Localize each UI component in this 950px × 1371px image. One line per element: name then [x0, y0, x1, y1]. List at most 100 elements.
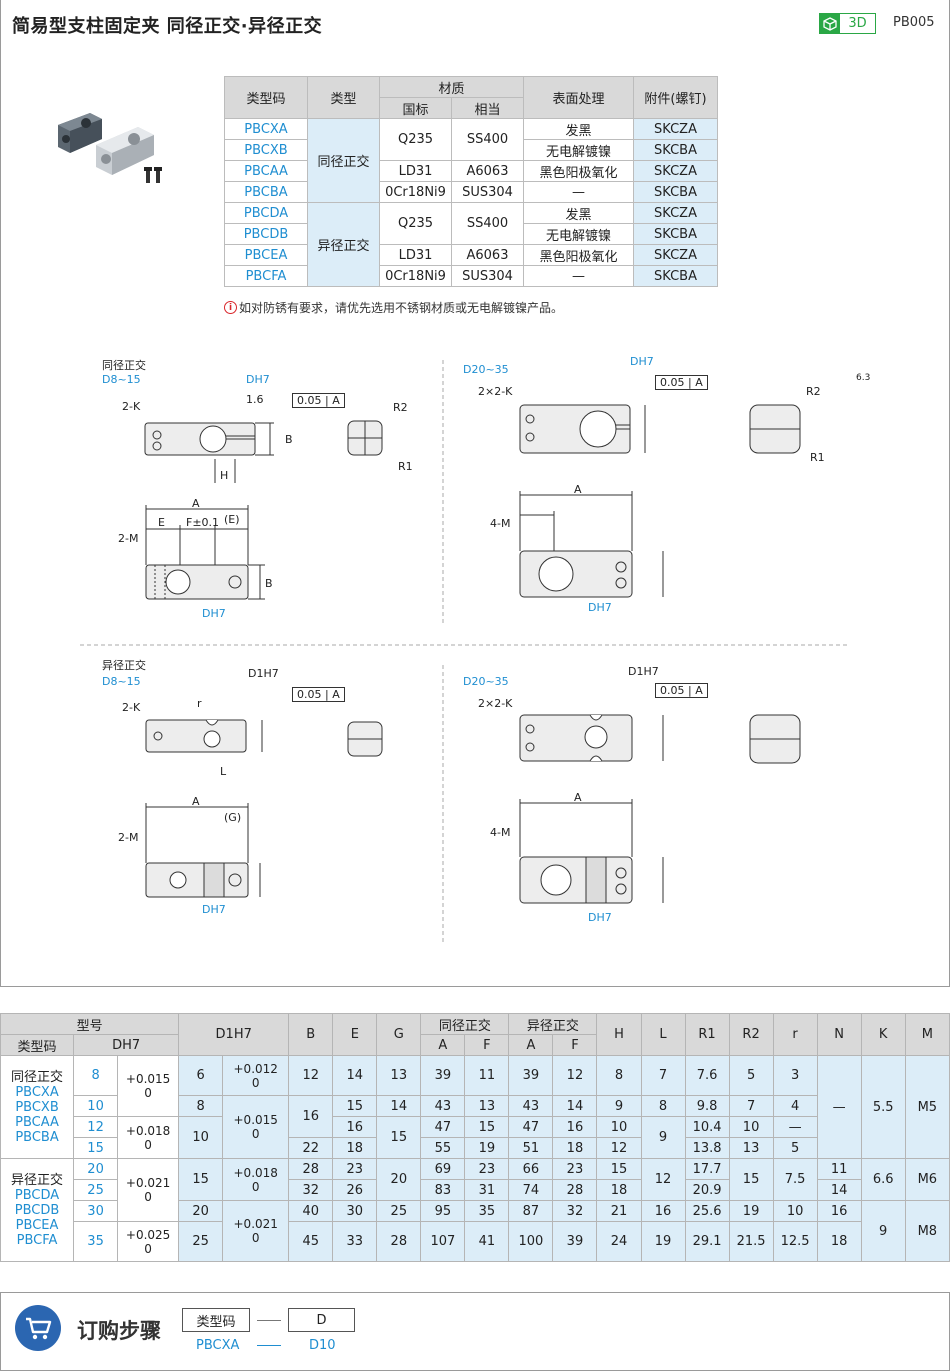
acc-cell: SKCBA [633, 265, 718, 287]
b-cell: 16 [288, 1095, 334, 1138]
type-code[interactable]: PBCDB [224, 223, 308, 245]
range-large-2: D20~35 [463, 675, 509, 688]
tol-lower: 0 [144, 1190, 152, 1204]
e-cell: 15 [332, 1095, 378, 1117]
da-cell: 74 [508, 1179, 554, 1201]
type-code[interactable]: PBCXA [224, 118, 308, 140]
tol-upper: +0.018 [125, 1123, 171, 1138]
group1-code[interactable]: PBCAA [15, 1114, 59, 1130]
3d-model-button[interactable]: 3D [819, 13, 876, 34]
d-cell[interactable]: 15 [73, 1137, 119, 1159]
da-cell: 66 [508, 1158, 554, 1180]
r2-cell: 10 [728, 1116, 774, 1138]
r2-cell: 7 [728, 1095, 774, 1117]
sf-cell: 19 [464, 1137, 510, 1159]
label-r1: R1 [398, 460, 413, 473]
sf-cell: 31 [464, 1179, 510, 1201]
tol-upper: +0.015 [125, 1072, 171, 1086]
datum: A [332, 394, 340, 407]
step-d-box: D [288, 1308, 355, 1332]
label-r: r [197, 697, 202, 710]
k-cell: 5.5 [860, 1055, 906, 1159]
tol-upper: +0.021 [125, 1176, 171, 1190]
r-cell: 3 [772, 1055, 818, 1096]
n-cell: 16 [816, 1200, 862, 1222]
roughness-top: 6.3 [856, 373, 871, 383]
type-code[interactable]: PBCEA [224, 244, 308, 266]
page-code: PB005 [893, 15, 935, 30]
h-model: 型号 [0, 1013, 180, 1035]
r-cell: 5 [772, 1137, 818, 1159]
label-r1-2: R1 [810, 451, 825, 464]
tol-lower: 0 [251, 1179, 260, 1194]
d-cell[interactable]: 25 [73, 1179, 119, 1201]
cube-icon [820, 14, 840, 33]
std-cell: 0Cr18Ni9 [379, 181, 452, 203]
group1-name: 同径正交 [11, 1069, 64, 1085]
e-cell: 14 [332, 1055, 378, 1096]
tol: 0.05 [660, 684, 685, 697]
group1-code[interactable]: PBCXB [15, 1099, 59, 1115]
r2-cell: 5 [728, 1055, 774, 1096]
da-cell: 51 [508, 1137, 554, 1159]
d-cell[interactable]: 30 [73, 1200, 119, 1222]
surface-cell: — [523, 181, 634, 203]
type-code[interactable]: PBCXB [224, 139, 308, 161]
group2-code[interactable]: PBCFA [16, 1232, 58, 1248]
h-r1: R1 [684, 1013, 730, 1056]
label-a-4: A [574, 791, 582, 804]
group1-code[interactable]: PBCXA [15, 1084, 59, 1100]
type-code[interactable]: PBCBA [224, 181, 308, 203]
label-2m: 2-M [118, 532, 139, 545]
label-h: H [220, 469, 229, 482]
group1-code[interactable]: PBCBA [15, 1129, 59, 1145]
l-cell: 12 [640, 1158, 686, 1201]
d1-cell: 10 [178, 1116, 224, 1159]
h-same-a: A [420, 1034, 466, 1056]
n-cell: 11 [816, 1158, 862, 1180]
type-code[interactable]: PBCAA [224, 160, 308, 182]
r1-cell: 29.1 [684, 1221, 730, 1262]
std-cell: 0Cr18Ni9 [379, 265, 452, 287]
label-2k-2: 2-K [122, 701, 141, 714]
example-d: D10 [309, 1338, 336, 1353]
r-cell: — [772, 1116, 818, 1138]
h-cell: 8 [596, 1055, 642, 1096]
df-cell: 28 [552, 1179, 598, 1201]
label-l: L [220, 765, 227, 778]
tol-upper: +0.025 [125, 1227, 171, 1242]
surface-cell: 发黑 [523, 202, 634, 224]
l-cell: 7 [640, 1055, 686, 1096]
d-cell[interactable]: 12 [73, 1116, 119, 1138]
page-title: 简易型支柱固定夹 同径正交·异径正交 [12, 16, 323, 37]
label-dh7-6: DH7 [588, 911, 612, 924]
label-dh7: DH7 [246, 373, 270, 386]
k-cell: 9 [860, 1200, 906, 1262]
b-cell: 45 [288, 1221, 334, 1262]
type-group: 异径正交 [307, 202, 380, 287]
r1-cell: 13.8 [684, 1137, 730, 1159]
order-title: 订购步骤 [77, 1319, 161, 1343]
rough: 1.6 [246, 393, 264, 406]
type-code[interactable]: PBCDA [224, 202, 308, 224]
h-cell: 15 [596, 1158, 642, 1180]
d-cell[interactable]: 8 [73, 1055, 119, 1096]
acc-cell: SKCBA [633, 139, 718, 161]
l-cell: 9 [640, 1116, 686, 1159]
sf-cell: 23 [464, 1158, 510, 1180]
group2-code[interactable]: PBCDB [14, 1202, 60, 1218]
group2-code[interactable]: PBCDA [14, 1187, 60, 1203]
d-cell[interactable]: 35 [73, 1221, 119, 1262]
r1-cell: 25.6 [684, 1200, 730, 1222]
group2-code[interactable]: PBCEA [15, 1217, 59, 1233]
m-cell: M5 [904, 1055, 950, 1159]
label-b-2: B [265, 577, 273, 590]
label-r2-2: R2 [806, 385, 821, 398]
type-code[interactable]: PBCFA [224, 265, 308, 287]
d-cell[interactable]: 20 [73, 1158, 119, 1180]
d-cell[interactable]: 10 [73, 1095, 119, 1117]
equiv-cell: SS400 [451, 118, 524, 161]
